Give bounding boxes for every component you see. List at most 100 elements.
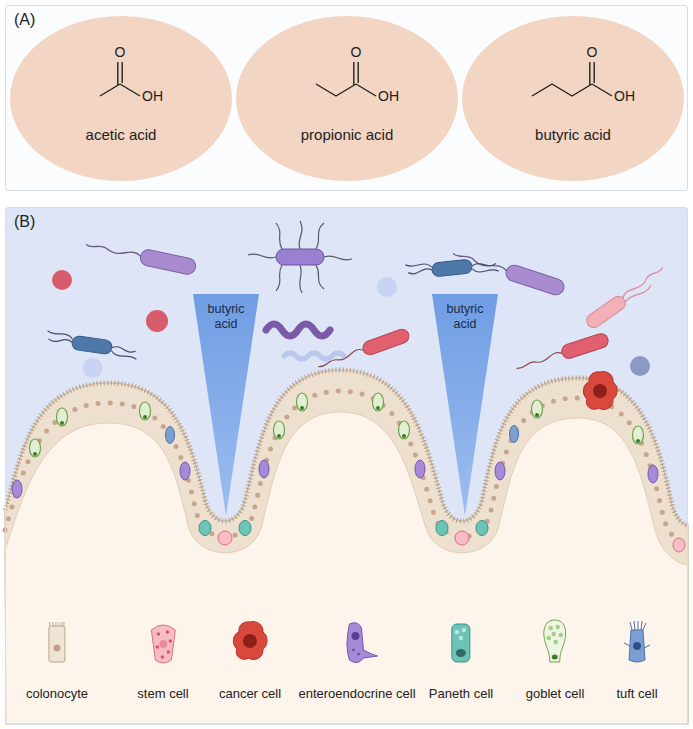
cell-icon — [168, 639, 172, 643]
bacteria — [45, 331, 138, 360]
goblet-nuclei — [33, 406, 640, 456]
molecule-ellipse: OOHpropionic acid — [236, 16, 458, 181]
tuft-cells — [510, 426, 519, 443]
cell-icon — [439, 616, 483, 668]
triangle-fill — [193, 294, 259, 516]
panel-label: (A) — [14, 11, 35, 29]
molecule-ellipse: OOHbutyric acid — [462, 16, 684, 181]
atom-label: OH — [614, 88, 635, 104]
goblet-cells — [532, 400, 543, 418]
paneth-cells — [199, 521, 488, 536]
legend-item: colonocyte — [26, 616, 88, 701]
enteroendocrine-cells — [180, 462, 190, 480]
bond-line — [532, 84, 592, 96]
cell-icon — [54, 645, 61, 652]
legend-label: cancer cell — [219, 686, 281, 701]
goblet-nuclei — [143, 415, 147, 419]
double-bond — [121, 62, 122, 83]
lumen-background — [6, 208, 687, 724]
triangle-fill — [432, 294, 498, 516]
cell-icon — [452, 624, 470, 662]
cell-icon — [556, 625, 560, 629]
legend-label: goblet cell — [526, 686, 585, 701]
metabolite-dots — [83, 358, 103, 378]
atom-label: O — [587, 44, 598, 60]
cell-icon — [151, 625, 175, 663]
bond-line — [100, 84, 120, 96]
legend-label: enteroendocrine cell — [298, 686, 415, 701]
cell-icon — [615, 616, 659, 668]
cell-icon — [160, 655, 164, 659]
paneth-cells — [436, 521, 448, 536]
cell-icon — [346, 623, 377, 663]
epithelium — [5, 412, 688, 724]
legend-item: goblet cell — [526, 616, 585, 701]
double-bond — [594, 62, 595, 83]
epithelium — [5, 370, 688, 724]
cell-icon — [559, 633, 563, 637]
cell-icon — [166, 650, 170, 654]
bacteria — [560, 332, 610, 360]
double-bond — [589, 62, 590, 85]
legend-item: cancer cell — [219, 616, 281, 701]
ellipse-shape — [236, 16, 458, 181]
metabolite-dots — [146, 310, 168, 332]
goblet-cells — [373, 393, 384, 411]
epithelium — [5, 370, 688, 525]
cancer-cell — [583, 372, 617, 410]
goblet-cells — [57, 408, 68, 426]
cell-icon — [50, 622, 64, 626]
bacteria — [316, 327, 411, 373]
cell-icon — [549, 626, 553, 630]
cell-icon — [544, 620, 566, 662]
goblet-nuclei — [33, 452, 37, 456]
bacteria — [45, 221, 669, 375]
atom-label: O — [115, 44, 126, 60]
paneth-cells — [239, 521, 251, 536]
cancer-cell — [583, 372, 617, 410]
enteroendocrine-cells — [495, 462, 505, 480]
legend-label: tuft cell — [615, 686, 659, 701]
paneth-cells — [476, 521, 488, 536]
bacteria — [85, 242, 141, 258]
gradient-label: butyric acid — [438, 302, 492, 332]
cell-icon — [351, 632, 359, 640]
tuft-cells — [166, 427, 175, 444]
bacteria — [584, 294, 628, 331]
legend-item: Paneth cell — [429, 616, 493, 701]
bacteria — [584, 265, 669, 330]
cell-icon — [459, 636, 463, 640]
bacteria — [139, 248, 197, 275]
cell-icon — [356, 653, 359, 656]
molecule-ellipse — [236, 16, 458, 181]
bacteria — [284, 353, 344, 359]
stem-cells — [673, 538, 685, 552]
bacteria — [431, 259, 472, 277]
cell-icon — [533, 616, 577, 668]
bacteria — [514, 332, 610, 375]
legend-label: colonocyte — [26, 686, 88, 701]
butyrate-gradient: butyric acid — [432, 294, 498, 516]
double-bond — [117, 62, 118, 85]
bacteria — [504, 263, 566, 297]
bond-line — [120, 84, 140, 96]
cell-icon — [35, 616, 79, 668]
cell-icon — [633, 642, 641, 650]
bacteria — [84, 237, 197, 276]
lumen-background — [6, 208, 687, 724]
cell-icon — [462, 628, 466, 632]
legend-label: stem cell — [137, 686, 188, 701]
bacteria — [248, 221, 352, 293]
goblet-cells — [30, 393, 644, 457]
metabolite-dots — [377, 277, 397, 297]
ellipse-shape — [462, 16, 684, 181]
goblet-nuclei — [402, 434, 406, 438]
legend-item: stem cell — [137, 616, 188, 701]
panel-label: (B) — [14, 213, 35, 231]
cell-icon — [159, 640, 167, 648]
compound-name: acetic acid — [10, 126, 232, 143]
cell-icon — [552, 655, 558, 660]
cell-icon — [455, 630, 459, 634]
goblet-cells — [297, 393, 308, 411]
double-bond — [353, 62, 354, 85]
